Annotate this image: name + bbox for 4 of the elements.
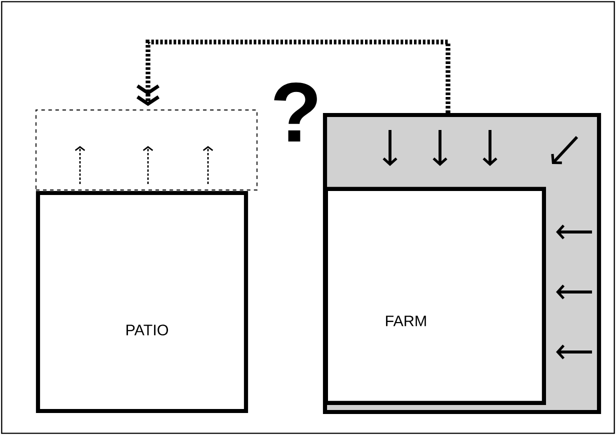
dotted-connector xyxy=(136,40,450,113)
question-mark: ? xyxy=(274,82,317,142)
farm-box: FARM xyxy=(324,186,546,405)
dashed-box xyxy=(36,110,258,190)
